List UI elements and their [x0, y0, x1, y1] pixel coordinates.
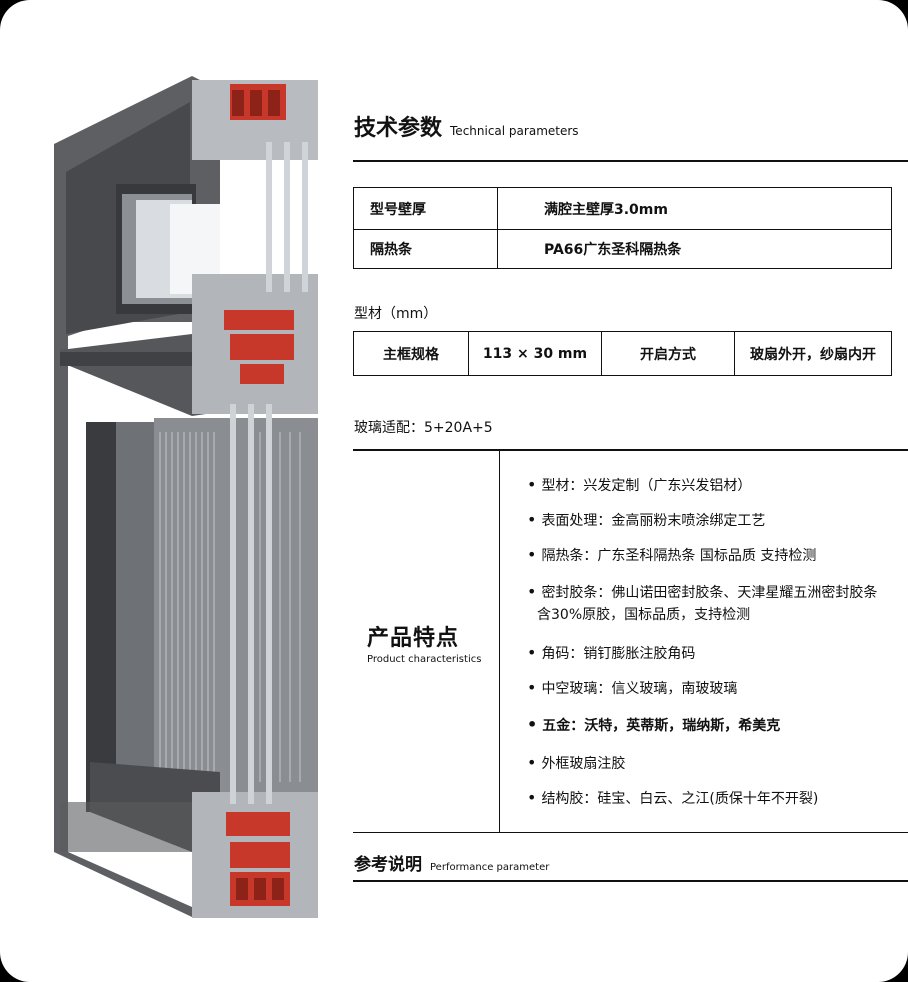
table-row: 主框规格 113 × 30 mm 开启方式 玻扇外开，纱扇内开 — [353, 331, 892, 376]
spec-label-thickness: 型号壁厚 — [353, 187, 498, 230]
main-frame-label: 主框规格 — [353, 331, 469, 376]
features-top-rule — [353, 449, 908, 451]
list-item: •结构胶：硅宝、白云、之江(质保十年不开裂) — [527, 788, 819, 807]
list-item: •五金：沃特，英蒂斯，瑞纳斯，希美克 — [527, 715, 781, 734]
tech-params-rule — [353, 160, 908, 162]
main-frame-value: 113 × 30 mm — [468, 331, 602, 376]
list-item-continued: 含30%原胶，国标品质，支持检测 — [537, 607, 751, 623]
opening-mode-label: 开启方式 — [601, 331, 735, 376]
features-heading: 产品特点 Product characteristics — [367, 620, 487, 665]
list-item: •隔热条：广东圣科隔热条 国标品质 支持检测 — [527, 545, 817, 564]
opening-mode-value: 玻扇外开，纱扇内开 — [734, 331, 892, 376]
list-item: •型材：兴发定制（广东兴发铝材） — [527, 475, 752, 494]
spec-table: 型号壁厚 满腔主壁厚3.0mm 隔热条 PA66广东圣科隔热条 — [353, 187, 892, 269]
spec-value-thickness: 满腔主壁厚3.0mm — [497, 187, 892, 230]
table-row: 隔热条 PA66广东圣科隔热条 — [353, 229, 892, 269]
features-subtitle: Product characteristics — [367, 654, 482, 665]
spec-value-thermal-break: PA66广东圣科隔热条 — [497, 229, 892, 269]
glass-fit: 玻璃适配：5+20A+5 — [354, 420, 493, 436]
profile-table: 主框规格 113 × 30 mm 开启方式 玻扇外开，纱扇内开 — [353, 331, 892, 376]
list-item: •中空玻璃：信义玻璃，南玻玻璃 — [527, 678, 738, 697]
table-row: 型号壁厚 满腔主壁厚3.0mm — [353, 187, 892, 230]
profile-label: 型材（mm） — [354, 306, 438, 322]
window-profile-illustration — [54, 76, 318, 918]
list-item: •外框玻扇注胶 — [527, 753, 626, 772]
features-divider — [499, 450, 500, 833]
list-item: •角码：销钉膨胀注胶角码 — [527, 643, 696, 662]
spec-label-thermal-break: 隔热条 — [353, 229, 498, 269]
features-box: 产品特点 Product characteristics •型材：兴发定制（广东… — [353, 450, 908, 833]
performance-rule — [353, 880, 908, 882]
list-item: •表面处理：金高丽粉末喷涂绑定工艺 — [527, 510, 766, 529]
features-title: 产品特点 — [367, 626, 460, 651]
features-bottom-rule — [353, 832, 908, 833]
list-item: •密封胶条：佛山诺田密封胶条、天津星耀五洲密封胶条 — [527, 582, 878, 601]
